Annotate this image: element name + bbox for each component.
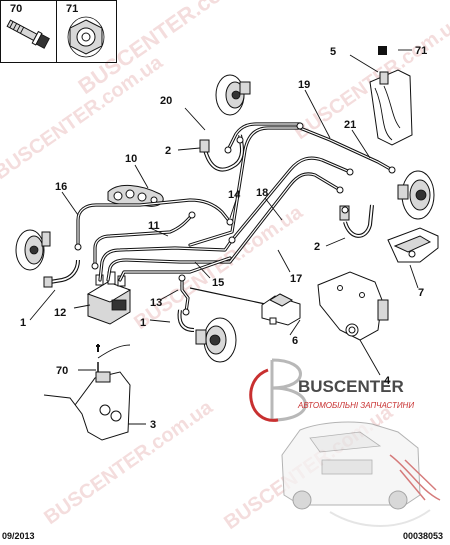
logo-name: BUSCENTER bbox=[298, 377, 404, 396]
leader-lines bbox=[29, 49, 419, 425]
callout-14: 14 bbox=[228, 189, 241, 201]
front-left-disc bbox=[15, 229, 51, 271]
pipe-connectors bbox=[74, 122, 396, 316]
callout-12: 12 bbox=[54, 307, 66, 319]
rear-bracket-7 bbox=[387, 227, 439, 263]
inset-box-nut bbox=[56, 0, 117, 63]
footer-date: 09/2013 bbox=[2, 531, 35, 541]
front-bracket-3 bbox=[43, 344, 131, 441]
sensor-bracket-4 bbox=[317, 271, 389, 341]
callout-2b: 2 bbox=[314, 241, 320, 253]
flex-hose-rear-left bbox=[177, 309, 195, 332]
marker-square bbox=[378, 46, 387, 55]
callout-10: 10 bbox=[125, 153, 137, 165]
callout-13: 13 bbox=[150, 297, 162, 309]
brake-pipe-bundle bbox=[76, 122, 394, 314]
callout-16: 16 bbox=[55, 181, 67, 193]
van-illustration bbox=[281, 421, 441, 527]
buscenter-logo: BUSCENTER АВТОМОБІЛЬНІ ЗАПЧАСТИНИ bbox=[249, 358, 414, 422]
callout-70-top: 70 bbox=[10, 3, 22, 15]
callout-6: 6 bbox=[292, 335, 298, 347]
callout-2a: 2 bbox=[165, 145, 171, 157]
watermark: BUSCENTER.com.ua bbox=[290, 11, 450, 144]
inset-box-bolt bbox=[0, 0, 57, 63]
callout-5: 5 bbox=[330, 46, 336, 58]
rear-left-disc bbox=[195, 317, 237, 363]
callout-17: 17 bbox=[290, 273, 302, 285]
logo-tagline: АВТОМОБІЛЬНІ ЗАПЧАСТИНИ bbox=[297, 401, 414, 410]
callout-70: 70 bbox=[56, 365, 68, 377]
callout-15: 15 bbox=[212, 277, 224, 289]
pipe-clip-bracket-6 bbox=[261, 293, 301, 326]
reservoir-bracket-5 bbox=[369, 69, 413, 146]
footer-code: 00038053 bbox=[403, 531, 443, 541]
callout-71-top: 71 bbox=[66, 3, 78, 15]
callout-18: 18 bbox=[256, 187, 268, 199]
callout-11: 11 bbox=[148, 220, 160, 232]
callout-1a: 1 bbox=[20, 317, 26, 329]
callout-1b: 1 bbox=[140, 317, 146, 329]
callout-19: 19 bbox=[298, 79, 310, 91]
callout-21: 21 bbox=[344, 119, 356, 131]
front-right-disc bbox=[215, 74, 251, 116]
callout-3: 3 bbox=[150, 419, 156, 431]
callout-4: 4 bbox=[384, 375, 391, 387]
callout-7: 7 bbox=[418, 287, 424, 299]
flex-hose-front-left bbox=[43, 259, 80, 288]
callout-71: 71 bbox=[415, 45, 427, 57]
rear-right-disc bbox=[397, 170, 435, 220]
callout-20: 20 bbox=[160, 95, 172, 107]
callout-labels: 70 71 5 71 19 20 2 21 10 16 14 18 11 2 7… bbox=[10, 3, 427, 431]
flex-hose-front-right bbox=[199, 134, 244, 172]
abs-modulator-unit bbox=[86, 271, 132, 325]
